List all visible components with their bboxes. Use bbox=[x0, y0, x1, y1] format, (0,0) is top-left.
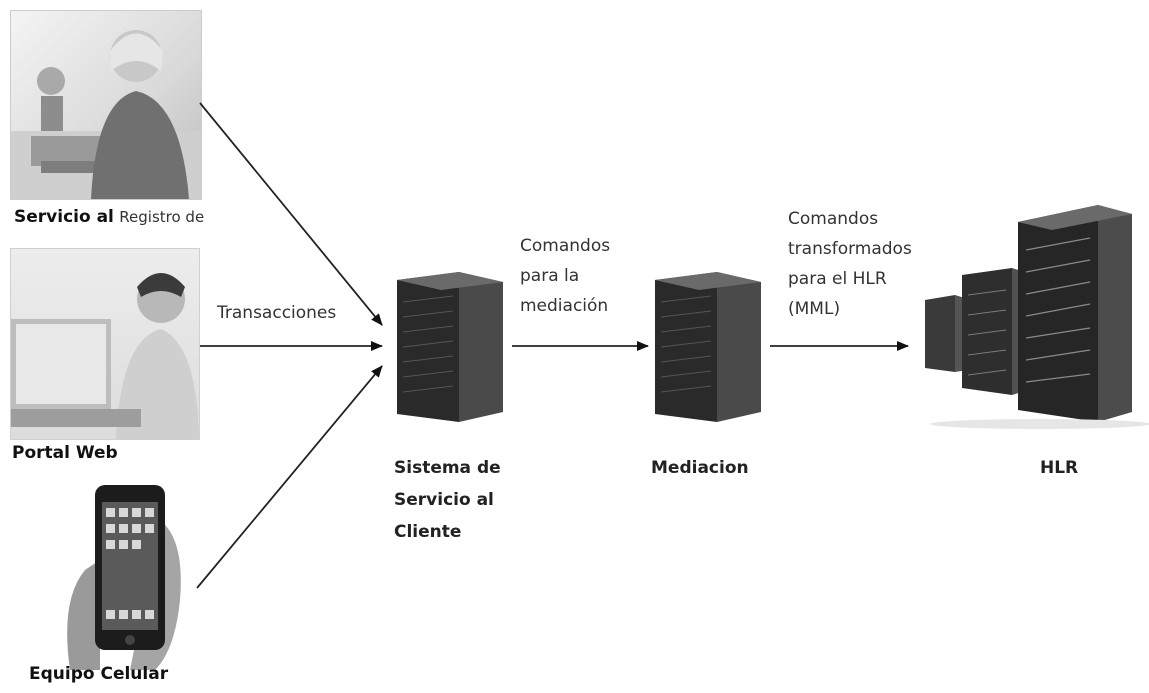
arrow-customer-service-to-system bbox=[199, 102, 383, 326]
cell-device-photo bbox=[60, 480, 190, 670]
hlr-label: HLR bbox=[1040, 458, 1079, 478]
web-portal-photo bbox=[10, 248, 200, 440]
customer-service-system-server-icon bbox=[397, 272, 505, 428]
hlr-server-racks-icon bbox=[920, 200, 1149, 434]
customer-service-photo bbox=[10, 10, 202, 200]
mediation-server-icon bbox=[655, 272, 763, 428]
commands-hlr-label: Comandos transformados para el HLR (MML) bbox=[788, 209, 912, 319]
customer-service-label: Servicio al Registro de bbox=[14, 207, 204, 227]
customer-service-system-label: Sistema de Servicio al Cliente bbox=[394, 458, 501, 542]
web-portal-label: Portal Web bbox=[12, 443, 118, 463]
transactions-label: Transacciones bbox=[217, 303, 337, 323]
customer-service-label-bold: Servicio al bbox=[14, 207, 114, 227]
mediation-label: Mediacion bbox=[651, 458, 749, 478]
arrow-cell-device-to-system bbox=[196, 365, 383, 589]
customer-service-label-small: Registro de bbox=[119, 208, 205, 226]
cell-device-label: Equipo Celular bbox=[29, 664, 169, 684]
commands-mediation-label: Comandos para la mediación bbox=[520, 236, 611, 316]
